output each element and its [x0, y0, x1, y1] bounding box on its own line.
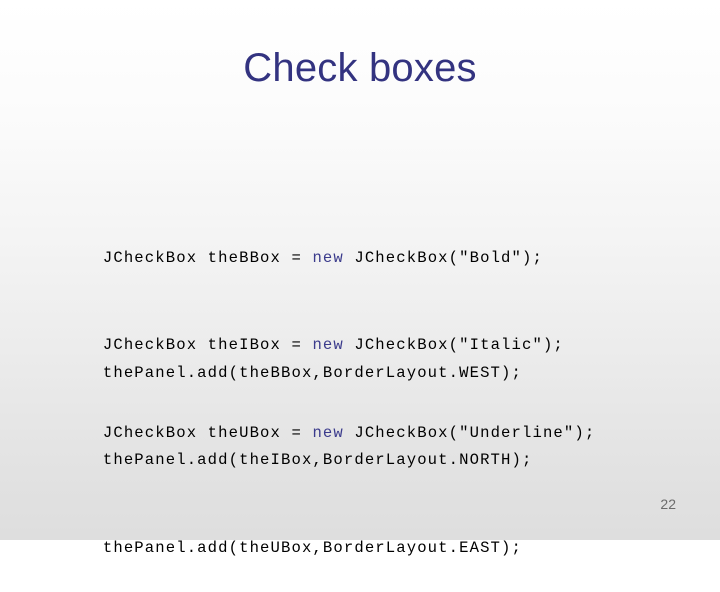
code-keyword: new — [312, 248, 344, 267]
code-line: thePanel.add(theIBox,BorderLayout.NORTH)… — [40, 417, 532, 469]
code-text: JCheckBox theUBox = — [102, 423, 313, 442]
code-line: thePanel.add(theBBox,BorderLayout.WEST); — [40, 329, 532, 382]
code-keyword: new — [312, 423, 344, 442]
code-text: JCheckBox theIBox = — [102, 336, 313, 355]
code-keyword: new — [312, 336, 344, 355]
code-text: JCheckBox theBBox = — [102, 248, 313, 267]
code-text: thePanel.add(theIBox,BorderLayout.NORTH)… — [102, 451, 533, 470]
code-text: JCheckBox("Underline"); — [343, 423, 596, 442]
slide-canvas: Check boxes JCheckBox theBBox = new JChe… — [0, 0, 720, 557]
code-text: thePanel.add(theUBox,BorderLayout.EAST); — [102, 538, 522, 557]
code-line: JCheckBox theUBox = new JCheckBox("Under… — [40, 390, 595, 442]
code-text: JCheckBox("Bold"); — [343, 248, 543, 267]
code-text: JCheckBox("Italic"); — [343, 336, 564, 355]
code-line: JCheckBox theIBox = new JCheckBox("Itali… — [40, 302, 595, 354]
code-line: thePanel.add(theUBox,BorderLayout.EAST); — [40, 505, 532, 557]
page-number: 22 — [660, 496, 676, 512]
code-text: thePanel.add(theBBox,BorderLayout.WEST); — [102, 363, 522, 382]
page-title: Check boxes — [243, 46, 477, 90]
code-line: JCheckBox theBBox = new JCheckBox("Bold"… — [40, 214, 595, 267]
code-block-declarations: JCheckBox theBBox = new JCheckBox("Bold"… — [40, 156, 595, 477]
code-block-panel-add: thePanel.add(theBBox,BorderLayout.WEST);… — [40, 271, 532, 592]
